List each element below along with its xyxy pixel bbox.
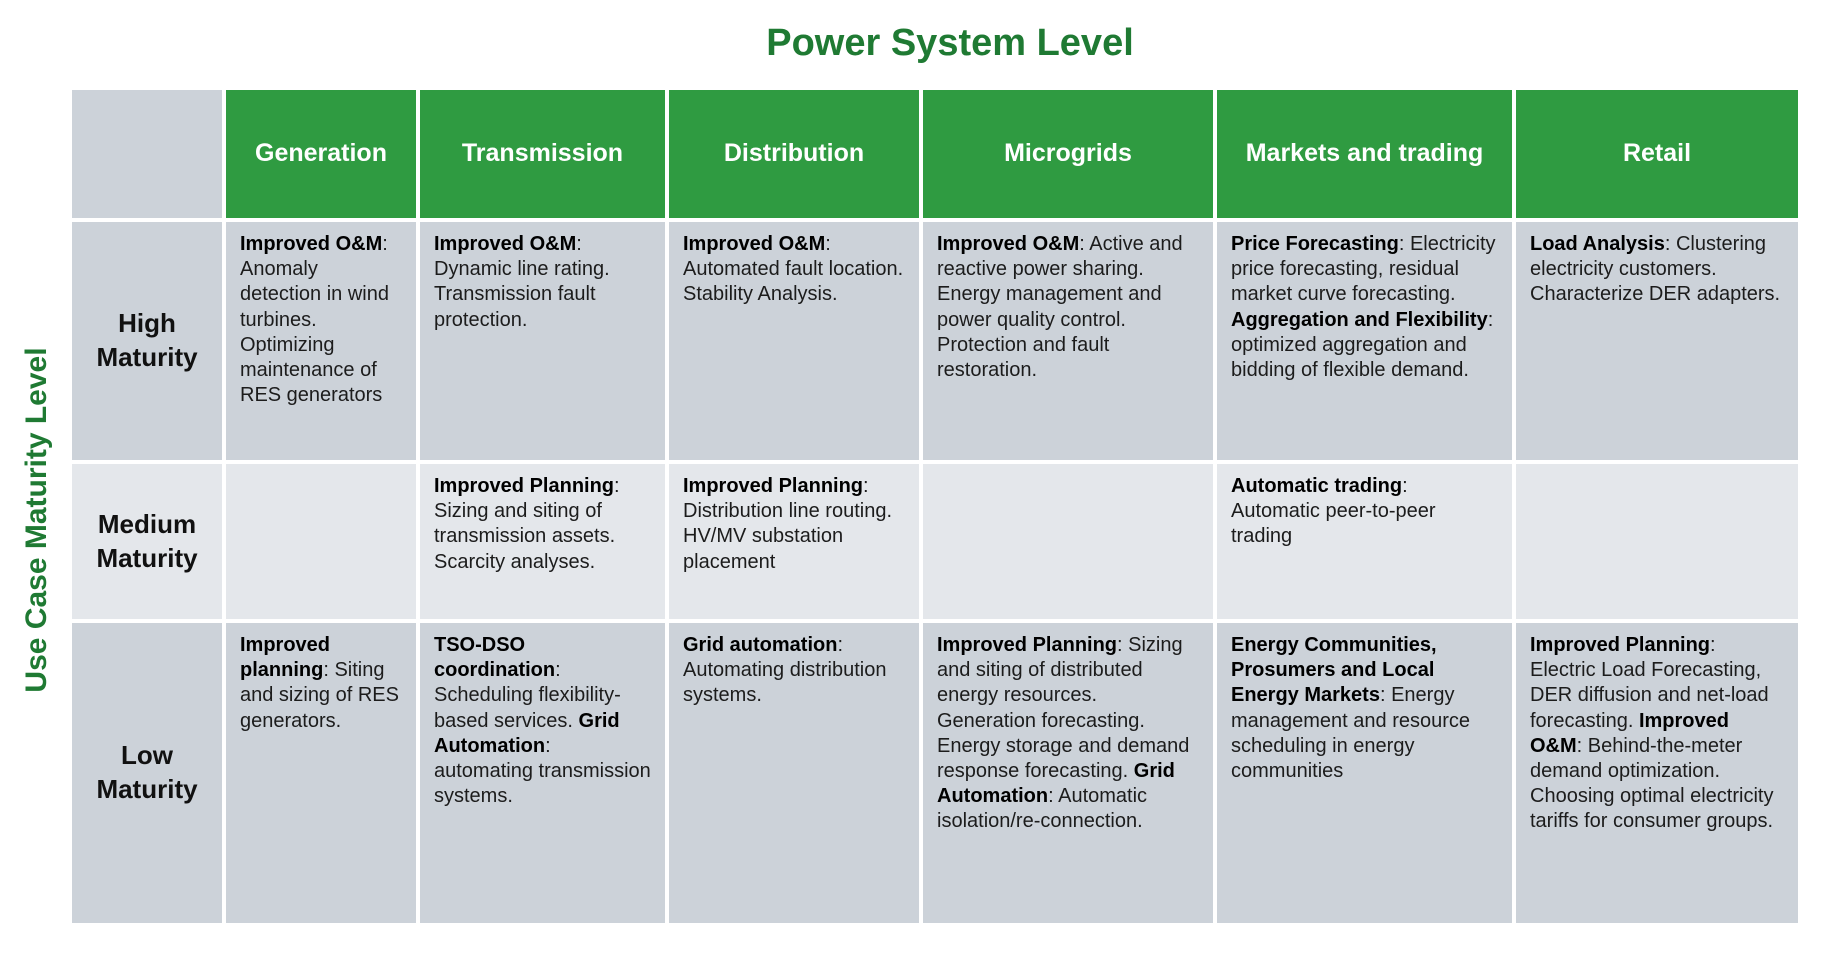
column-header-distribution: Distribution xyxy=(669,90,919,218)
cell-medium-retail xyxy=(1516,464,1798,619)
cell-low-distribution: Grid automation: Automating distribution… xyxy=(669,623,919,923)
row-label-low-maturity: Low Maturity xyxy=(72,623,222,923)
column-header-retail: Retail xyxy=(1516,90,1798,218)
row-label-high-maturity: High Maturity xyxy=(72,222,222,460)
corner-cell xyxy=(72,90,222,218)
cell-medium-transmission: Improved Planning: Sizing and siting of … xyxy=(420,464,665,619)
cell-high-transmission: Improved O&M: Dynamic line rating. Trans… xyxy=(420,222,665,460)
cell-low-microgrids: Improved Planning: Sizing and siting of … xyxy=(923,623,1213,923)
cell-low-transmission: TSO-DSO coordination: Scheduling flexibi… xyxy=(420,623,665,923)
column-header-microgrids: Microgrids xyxy=(923,90,1213,218)
page-title: Power System Level xyxy=(766,22,1134,64)
cell-medium-markets-and-trading: Automatic trading: Automatic peer-to-pee… xyxy=(1217,464,1512,619)
row-label-medium-maturity: Medium Maturity xyxy=(72,464,222,619)
cell-high-generation: Improved O&M: Anomaly detection in wind … xyxy=(226,222,416,460)
maturity-matrix-table: Generation Transmission Distribution Mic… xyxy=(72,90,1798,923)
cell-low-generation: Improved planning: Siting and sizing of … xyxy=(226,623,416,923)
cell-low-retail: Improved Planning: Electric Load Forecas… xyxy=(1516,623,1798,923)
cell-medium-distribution: Improved Planning: Distribution line rou… xyxy=(669,464,919,619)
cell-medium-generation xyxy=(226,464,416,619)
column-header-markets-and-trading: Markets and trading xyxy=(1217,90,1512,218)
cell-high-distribution: Improved O&M: Automated fault location. … xyxy=(669,222,919,460)
cell-low-markets-and-trading: Energy Communities, Prosumers and Local … xyxy=(1217,623,1512,923)
cell-high-markets-and-trading: Price Forecasting: Electricity price for… xyxy=(1217,222,1512,460)
cell-high-retail: Load Analysis: Clustering electricity cu… xyxy=(1516,222,1798,460)
cell-high-microgrids: Improved O&M: Active and reactive power … xyxy=(923,222,1213,460)
cell-medium-microgrids xyxy=(923,464,1213,619)
column-header-generation: Generation xyxy=(226,90,416,218)
column-header-transmission: Transmission xyxy=(420,90,665,218)
y-axis-label: Use Case Maturity Level xyxy=(20,347,53,693)
